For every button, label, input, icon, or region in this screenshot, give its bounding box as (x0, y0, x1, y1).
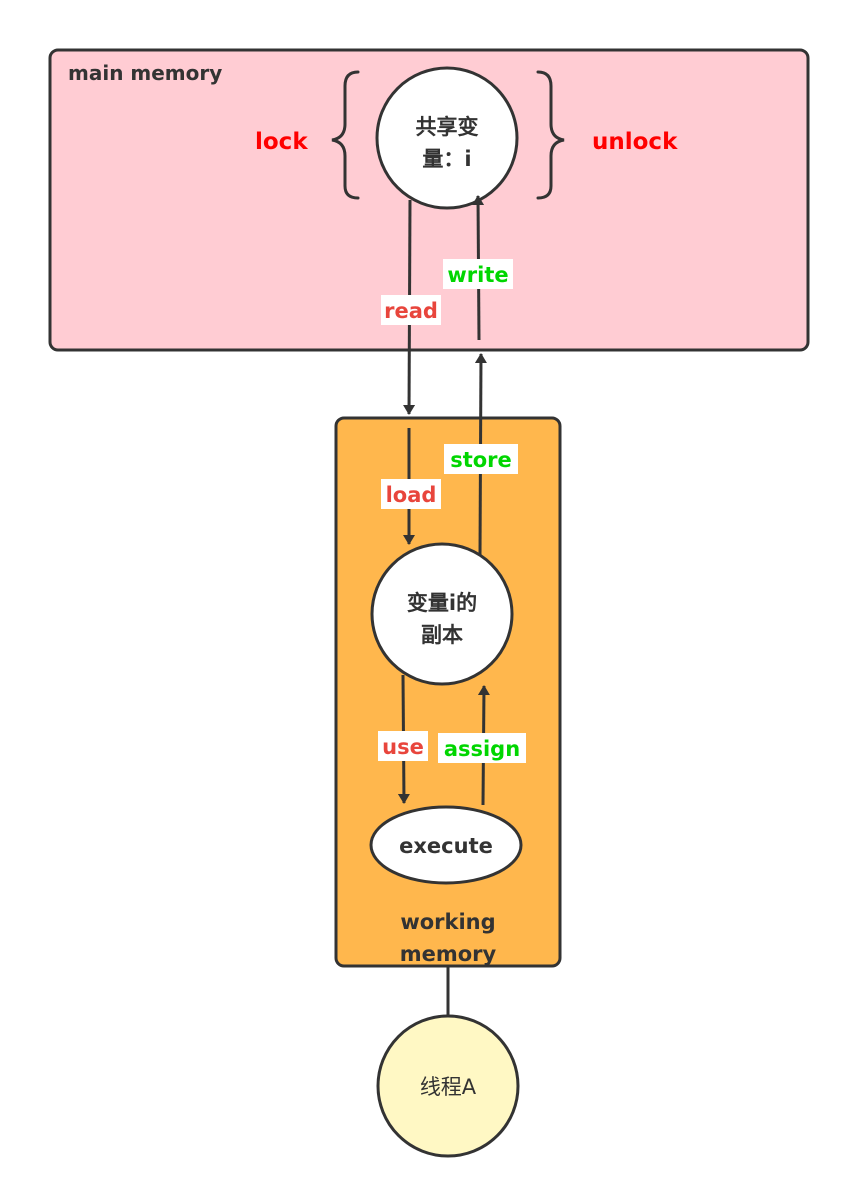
working-memory-title-line2: memory (400, 942, 497, 966)
copy-variable-node (370, 542, 514, 686)
copy-variable-label-line1: 变量i的 (407, 591, 477, 615)
lock-brace (331, 70, 360, 200)
working-memory-title-line1: working (400, 910, 495, 934)
store-label: store (450, 448, 512, 472)
use-label: use (382, 735, 424, 759)
shared-variable-label-line1: 共享变 (416, 115, 479, 139)
copy-variable-label-line2: 副本 (421, 623, 463, 647)
read-label: read (384, 299, 438, 323)
use-label-group: use (378, 731, 428, 761)
main-memory-title: main memory (68, 61, 222, 85)
load-label: load (386, 483, 437, 507)
assign-label: assign (444, 737, 520, 761)
execute-node (369, 805, 523, 885)
shared-variable-label-line2: 量：i (422, 147, 471, 171)
write-label-group: write (443, 259, 513, 289)
store-label-group: store (444, 444, 518, 474)
unlock-label: unlock (592, 129, 678, 155)
thread-label: 线程A (420, 1075, 477, 1099)
execute-label: execute (399, 834, 493, 858)
assign-label-group: assign (438, 733, 526, 763)
load-label-group: load (381, 479, 441, 509)
shared-variable-node (375, 66, 519, 210)
unlock-brace (536, 70, 565, 200)
lock-label: lock (255, 129, 308, 155)
thread-node (376, 1014, 520, 1158)
write-label: write (447, 263, 508, 287)
read-label-group: read (381, 295, 441, 325)
